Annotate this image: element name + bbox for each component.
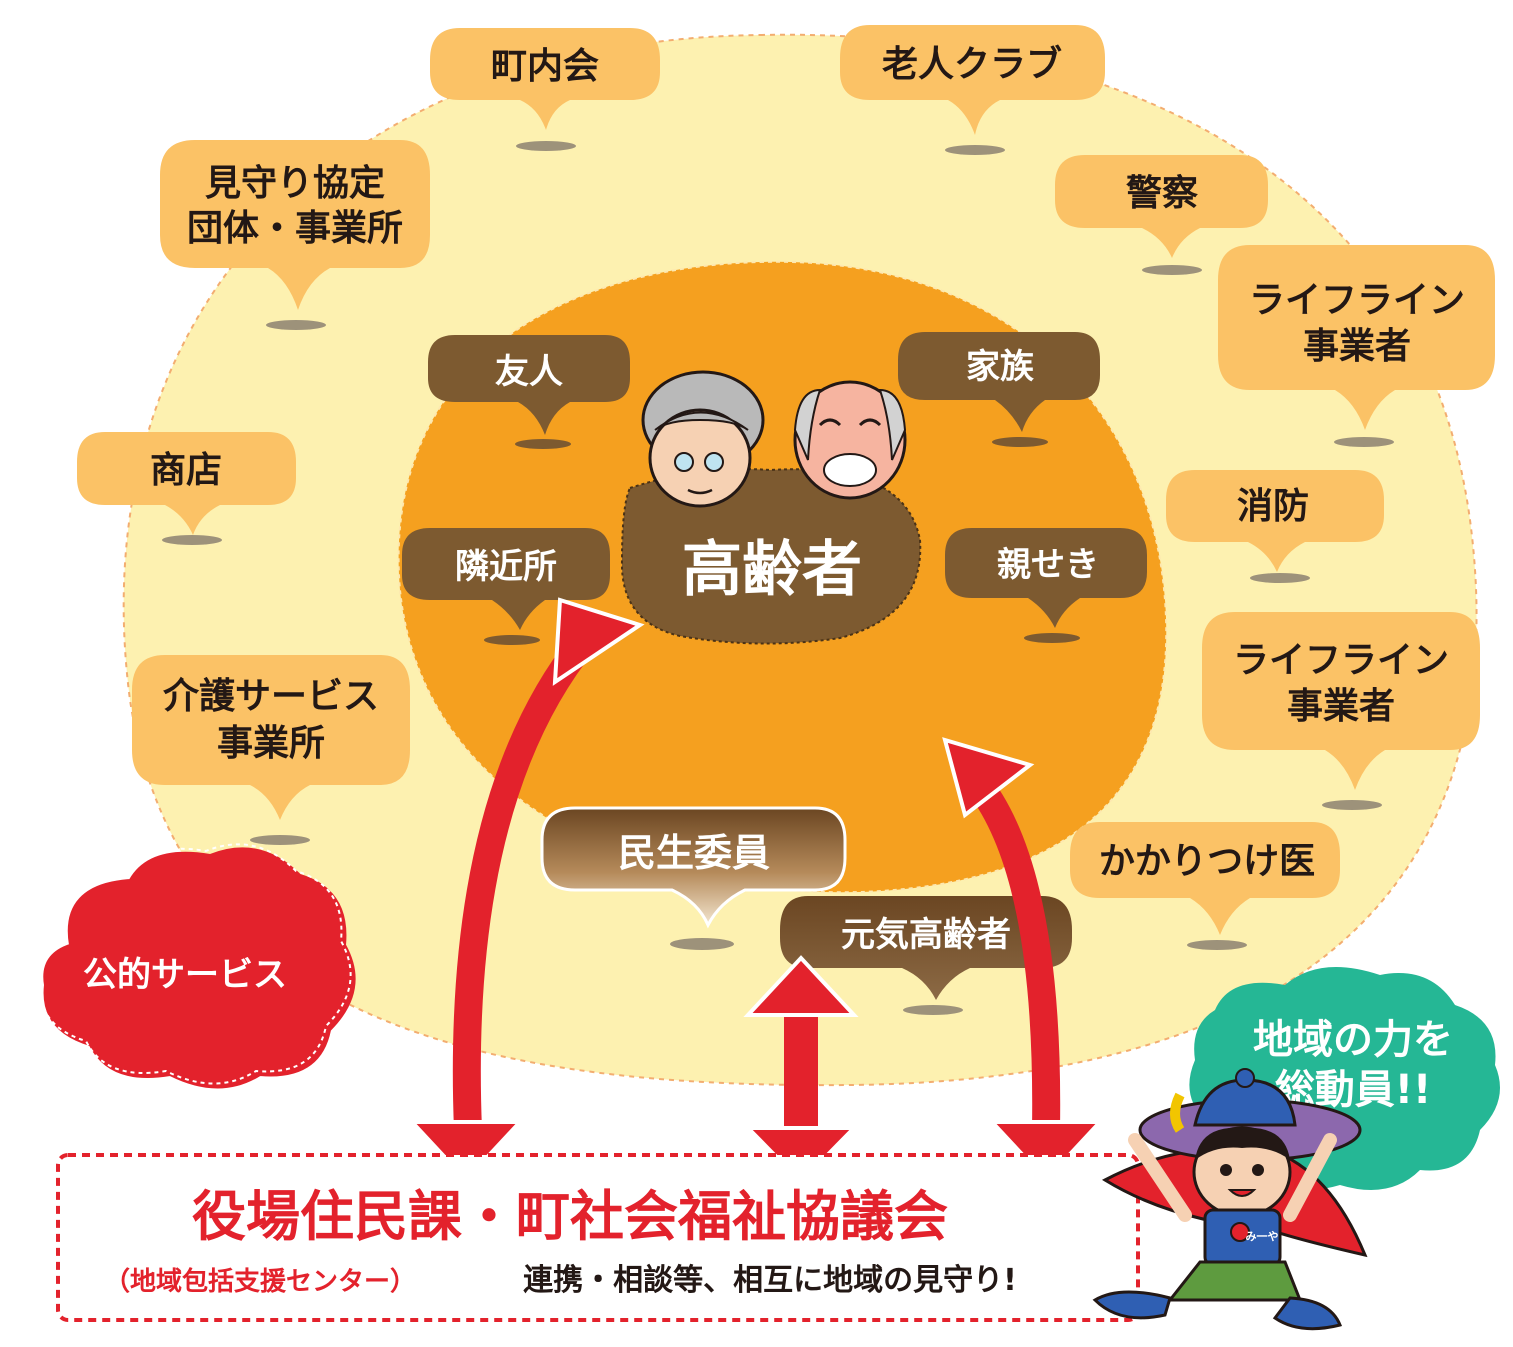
bubble-genki: 元気高齢者 <box>780 896 1072 1015</box>
bubble-rinkinjo: 隣近所 <box>402 528 610 645</box>
bubble-lifeline-1: ライフライン 事業者 <box>1218 245 1495 447</box>
elderly-woman-icon <box>641 370 765 508</box>
bubble-shobo: 消防 <box>1166 470 1384 583</box>
bubble-kakaritsuke: かかりつけ医 <box>1070 822 1340 950</box>
elderly-man-icon <box>793 380 907 500</box>
bubble-rojin-club: 老人クラブ <box>840 25 1105 155</box>
label-chonaikai: 町内会 <box>491 46 599 87</box>
label-lifeline-2a: ライフライン <box>1233 640 1449 681</box>
label-lifeline-2b: 事業者 <box>1287 686 1395 727</box>
bubble-kaigo: 介護サービス 事業所 <box>132 655 410 845</box>
arrow-left <box>407 597 645 1183</box>
label-mimamori-1: 見守り協定 <box>205 163 385 204</box>
label-kaigo-1: 介護サービス <box>163 676 379 717</box>
bubble-shadow <box>903 1005 963 1015</box>
bubble-shoten: 商店 <box>77 432 296 545</box>
bubble-shadow <box>1322 800 1382 810</box>
bubble-shadow <box>1250 573 1310 583</box>
slogan-line1: 地域の力を <box>1253 1017 1453 1063</box>
label-shinseki: 親せき <box>997 545 1099 585</box>
arrow-middle <box>743 955 859 1185</box>
bubble-shadow <box>992 437 1048 447</box>
bubble-shadow <box>515 439 571 449</box>
label-keisatsu: 警察 <box>1126 173 1198 214</box>
center-elderly: 高齢者 <box>620 468 922 645</box>
label-genki: 元気高齢者 <box>841 915 1011 955</box>
label-yujin: 友人 <box>495 352 563 392</box>
bubble-kazoku: 家族 <box>898 332 1100 447</box>
label-rojin-club: 老人クラブ <box>882 43 1062 85</box>
bubble-shadow <box>484 635 540 645</box>
arrow-right <box>942 737 1105 1183</box>
bubble-shadow <box>670 938 734 950</box>
label-lifeline-1a: ライフライン <box>1249 280 1465 321</box>
bubble-shadow <box>1024 633 1080 643</box>
label-rinkinjo: 隣近所 <box>455 547 557 587</box>
bubble-shadow <box>250 835 310 845</box>
bubble-shadow <box>516 141 576 151</box>
footer-subtitle: （地域包括支援センター） <box>104 1266 416 1297</box>
mascot-badge: み一や <box>1246 1230 1279 1243</box>
label-shoten: 商店 <box>150 450 222 491</box>
footer-title: 役場住民課・町社会福祉協議会 <box>192 1185 948 1248</box>
bubble-yujin: 友人 <box>428 335 630 449</box>
bubble-shinseki: 親せき <box>945 528 1147 643</box>
bubble-keisatsu: 警察 <box>1055 155 1268 275</box>
footer-box: 役場住民課・町社会福祉協議会 （地域包括支援センター） 連携・相談等、相互に地域… <box>56 1153 1140 1322</box>
center-label: 高齢者 <box>682 535 862 605</box>
label-kakaritsuke: かかりつけ医 <box>1099 841 1315 882</box>
bubble-shadow <box>1187 940 1247 950</box>
label-lifeline-1b: 事業者 <box>1303 326 1411 367</box>
public-service-cloud: 公的サービス <box>39 843 356 1089</box>
bubble-chonaikai: 町内会 <box>430 28 660 151</box>
bubble-shadow <box>1142 265 1202 275</box>
bubble-lifeline-2: ライフライン 事業者 <box>1202 612 1480 810</box>
public-service-label: 公的サービス <box>83 955 287 995</box>
label-minsei: 民生委員 <box>618 831 770 875</box>
bubble-shadow <box>266 320 326 330</box>
label-mimamori-2: 団体・事業所 <box>187 208 403 249</box>
bubble-shadow <box>162 535 222 545</box>
label-kaigo-2: 事業所 <box>217 723 325 764</box>
footer-note: 連携・相談等、相互に地域の見守り! <box>523 1263 1017 1298</box>
label-kazoku: 家族 <box>966 347 1034 387</box>
mascot-icon: み一や <box>1092 1068 1368 1331</box>
bubble-mimamori: 見守り協定 団体・事業所 <box>160 140 430 330</box>
bubble-minsei: 民生委員 <box>540 806 847 950</box>
bubble-shadow <box>945 145 1005 155</box>
label-shobo: 消防 <box>1237 486 1309 527</box>
bubble-shadow <box>1334 437 1394 447</box>
